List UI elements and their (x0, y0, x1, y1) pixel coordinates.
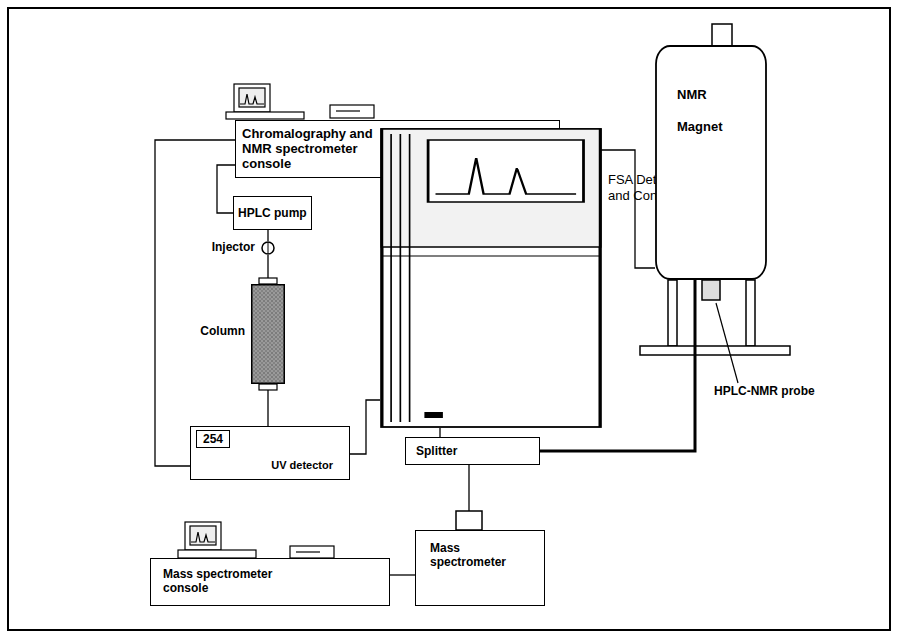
node-label: HPLC pump (234, 197, 311, 229)
connector-line (350, 400, 380, 454)
splitter-box: Splitter (405, 437, 540, 465)
node-label: Column (200, 324, 245, 338)
connector-line (390, 574, 415, 575)
mass-spectrometer-box: Mass spectrometer (415, 530, 545, 606)
computer-icon (226, 84, 374, 119)
magnet-stand (640, 24, 790, 355)
fsa-outline (380, 128, 602, 428)
nmr-magnet: NMR Magnet (655, 45, 767, 280)
connector-line (267, 390, 268, 426)
connector-line (267, 230, 268, 241)
connector-line (439, 428, 440, 437)
injector-outline (261, 241, 275, 255)
console-desk: Mass spectrometer console (150, 558, 390, 606)
frame (8, 8, 890, 630)
node-label: Injector (212, 240, 255, 254)
node-label: Splitter (406, 438, 539, 464)
node-label: Mass spectrometer console (151, 559, 300, 603)
node-label: Mass spectrometer (416, 531, 539, 579)
node-label: NMR Magnet (655, 45, 739, 143)
connector-line (468, 465, 469, 511)
column-tube: Column (251, 284, 285, 384)
injector-valve: Injector (261, 241, 275, 255)
magnet-outline (655, 45, 767, 280)
column-outline (251, 284, 285, 384)
computer-icon (178, 522, 334, 558)
uv-detector-box: 254UV detector (190, 426, 350, 480)
connector-line (267, 255, 268, 278)
node-label: Chromalography and NMR spectrometer cons… (236, 121, 394, 176)
inlet-port (456, 511, 482, 530)
node-label: 254 (196, 430, 230, 448)
leader-line (716, 303, 738, 383)
detector-console: FSA Detector and Console (380, 128, 602, 428)
probe-label: HPLC-NMR probe (712, 384, 817, 398)
connector-line (155, 140, 235, 466)
node-label: UV detector (191, 448, 349, 477)
pump-box: HPLC pump (233, 196, 312, 230)
